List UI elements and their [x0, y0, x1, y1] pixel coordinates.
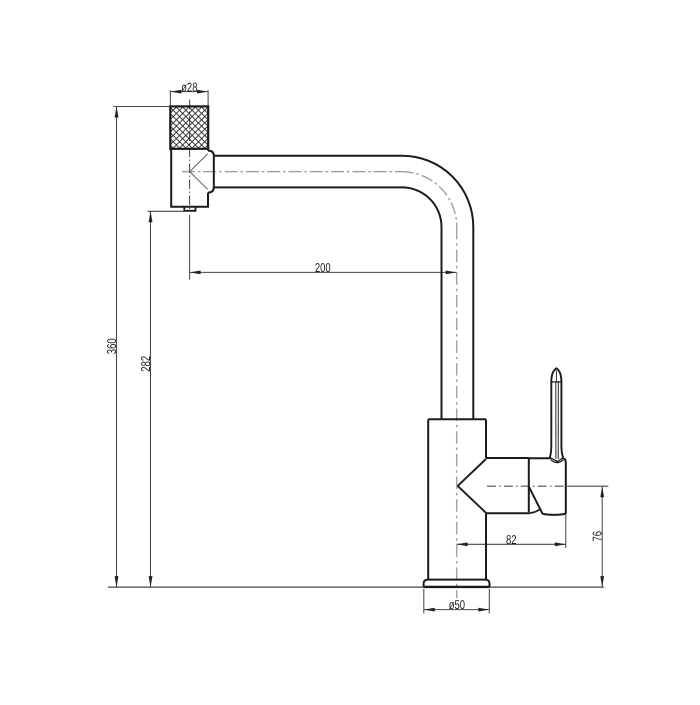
svg-text:ø28: ø28: [181, 79, 197, 94]
svg-text:200: 200: [315, 260, 331, 275]
svg-text:360: 360: [104, 338, 119, 354]
svg-text:282: 282: [138, 356, 153, 372]
svg-text:ø50: ø50: [449, 597, 465, 612]
svg-text:76: 76: [590, 531, 605, 542]
svg-text:82: 82: [506, 532, 517, 547]
